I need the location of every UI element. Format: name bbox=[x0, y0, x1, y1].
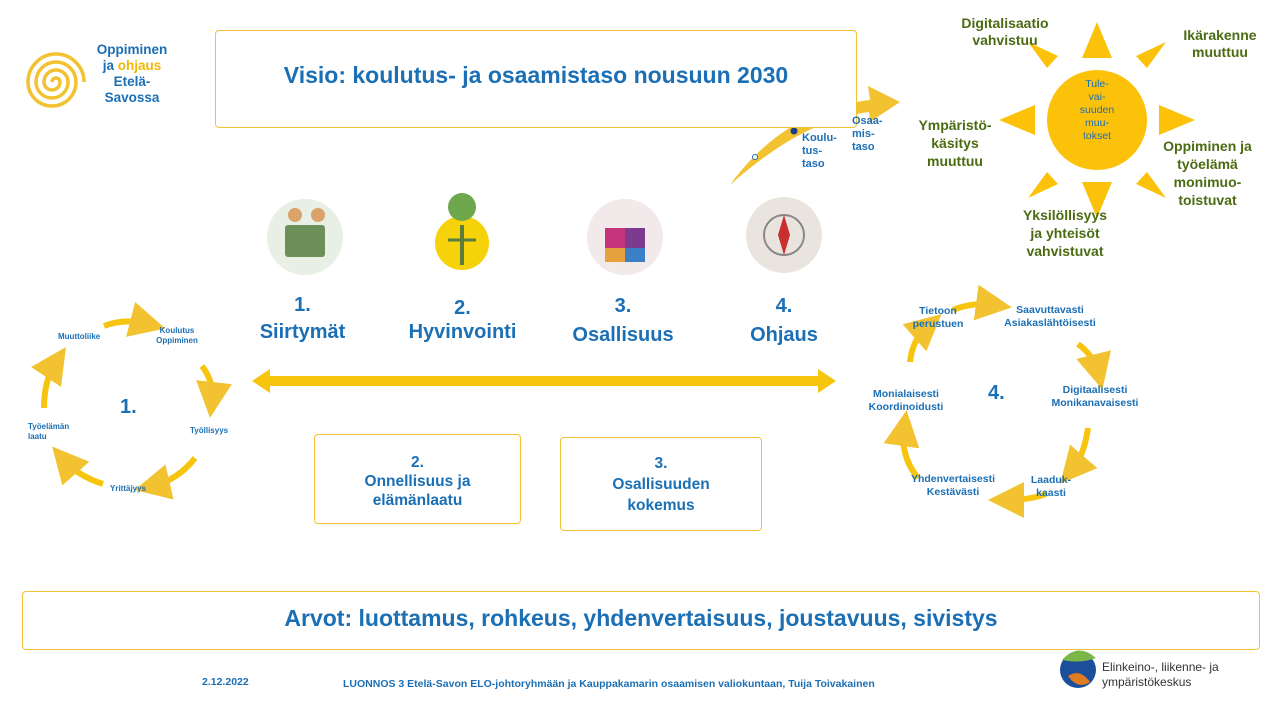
arrow-label-osaamistaso: Osaa- mis- taso bbox=[852, 115, 883, 153]
yoga-icon bbox=[435, 193, 489, 270]
ely-org-name: Elinkeino-, liikenne- ja ympäristökeskus bbox=[1102, 660, 1219, 690]
sun-ray-ikarakenne: Ikärakenne muuttuu bbox=[1183, 27, 1257, 60]
theme-2-num: 2. bbox=[454, 297, 471, 319]
cycle1-tyollisyys: Työllisyys bbox=[190, 426, 229, 435]
sun-ray-oppiminen: Oppiminen ja työelämä monimuo- toistuvat bbox=[1163, 138, 1252, 208]
sun-ray-ymparisto: Ympäristö- käsitys muuttuu bbox=[918, 117, 992, 169]
cycle4-digitaalisesti: Digitaalisesti Monikanavaisesti bbox=[1051, 384, 1139, 409]
logo-line3: Etelä- bbox=[113, 74, 151, 89]
cycle1-tyoelaman-laatu: Työelämän laatu bbox=[28, 422, 70, 441]
theme-1-num: 1. bbox=[294, 294, 311, 316]
sun-icon bbox=[999, 22, 1195, 218]
cycle4-number: 4. bbox=[988, 382, 1005, 404]
cycle4-tietoon-perustuen: Tietoon perustuen bbox=[912, 305, 964, 330]
box-osallisuus-num: 3. bbox=[654, 455, 668, 472]
theme-3-num: 3. bbox=[614, 295, 632, 317]
vision-box: Visio: koulutus- ja osaamistaso nousuun … bbox=[215, 30, 857, 128]
values-box: Arvot: luottamus, rohkeus, yhdenvertaisu… bbox=[22, 591, 1260, 650]
theme-ohjaus: 4. Ohjaus bbox=[728, 292, 840, 350]
box-onnellisuus: 2. Onnellisuus ja elämänlaatu bbox=[314, 434, 521, 524]
box-onnellisuus-text: Onnellisuus ja elämänlaatu bbox=[364, 473, 471, 509]
spiral-logo-icon bbox=[26, 52, 86, 108]
logo-line1: Oppiminen bbox=[96, 42, 168, 57]
theme-1-label: Siirtymät bbox=[259, 321, 346, 343]
cycle1-number: 1. bbox=[120, 396, 137, 418]
theme-osallisuus: 3. Osallisuus bbox=[553, 292, 693, 350]
theme-2-label: Hyvinvointi bbox=[408, 321, 517, 343]
cycle4-laadukkaasti: Laaduk- kaasti bbox=[1030, 474, 1072, 499]
cycle1-muuttoliike: Muuttoliike bbox=[58, 332, 101, 341]
vision-text: Visio: koulutus- ja osaamistaso nousuun … bbox=[283, 62, 789, 88]
cycle4-saavuttavasti: Saavuttavasti Asiakaslähtöisesti bbox=[1004, 304, 1096, 329]
cycle4-arrows-icon bbox=[883, 284, 1112, 518]
footer-note: LUONNOS 3 Etelä-Savon ELO-johtoryhmään j… bbox=[343, 678, 875, 690]
cycle1-yrittajyys: Yrittäjyys bbox=[110, 484, 147, 493]
logo-line2: ja ohjaus bbox=[92, 58, 172, 74]
sun-center-text: Tule- vai- suuden muu- tokset bbox=[1079, 78, 1115, 142]
sun-ray-digitalisaatio: Digitalisaatio vahvistuu bbox=[961, 15, 1049, 48]
double-arrow-icon bbox=[252, 369, 836, 393]
puzzle-icon bbox=[587, 199, 663, 275]
logo-text: Oppiminen ja ohjaus Etelä- Savossa bbox=[92, 42, 172, 106]
logo-line2-b: ohjaus bbox=[117, 58, 162, 73]
values-text: Arvot: luottamus, rohkeus, yhdenvertaisu… bbox=[284, 605, 998, 631]
cycle4-yhdenvertaisesti: Yhdenvertaisesti Kestävästi bbox=[910, 473, 996, 498]
compass-icon bbox=[746, 197, 822, 273]
people-icon bbox=[267, 199, 343, 275]
box-osallisuus-text: Osallisuuden kokemus bbox=[612, 476, 710, 514]
ely-org-line1: Elinkeino-, liikenne- ja bbox=[1102, 660, 1219, 674]
logo-line2-a: ja bbox=[102, 58, 118, 73]
cycle1-koulutus: Koulutus Oppiminen bbox=[156, 326, 198, 345]
ely-logo-icon bbox=[1060, 650, 1096, 688]
box-onnellisuus-num: 2. bbox=[411, 454, 424, 471]
box-osallisuuden-kokemus: 3. Osallisuuden kokemus bbox=[560, 437, 762, 531]
theme-4-num: 4. bbox=[775, 295, 793, 317]
ely-org-line2: ympäristökeskus bbox=[1102, 675, 1192, 689]
theme-4-label: Ohjaus bbox=[750, 324, 818, 346]
logo-line4: Savossa bbox=[104, 90, 160, 105]
footer-date: 2.12.2022 bbox=[202, 676, 249, 688]
cycle4-monialaisesti: Monialaisesti Koordinoidusti bbox=[868, 388, 944, 413]
theme-3-label: Osallisuus bbox=[572, 324, 674, 346]
sun-ray-yksilollisyys: Yksilöllisyys ja yhteisöt vahvistuvat bbox=[1022, 207, 1108, 259]
cycle1-arrows-icon bbox=[31, 302, 232, 500]
arrow-label-koulutustaso: Koulu- tus- taso bbox=[802, 132, 837, 170]
theme-hyvinvointi: 2. Hyvinvointi bbox=[390, 296, 535, 344]
theme-siirtymat: 1. Siirtymät bbox=[240, 292, 365, 346]
